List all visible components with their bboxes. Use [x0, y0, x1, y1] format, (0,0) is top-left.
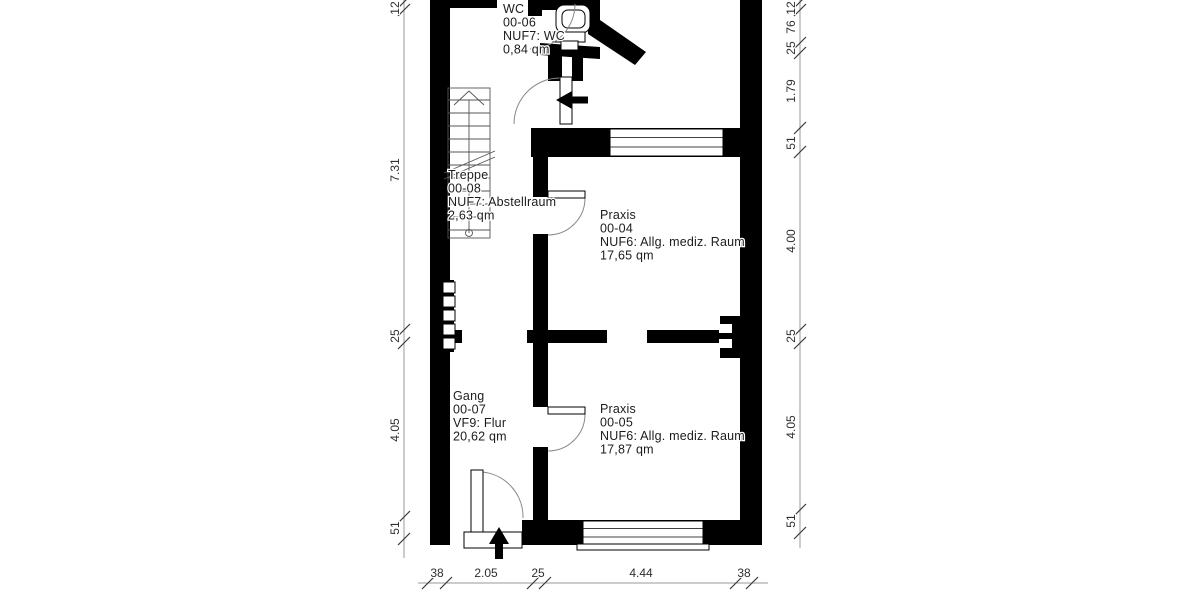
- room-number: 00-05: [600, 416, 633, 430]
- chimney-flue: [719, 324, 732, 333]
- dim-label: 51: [784, 136, 798, 150]
- stair-break-line: [443, 150, 496, 174]
- radiator-icon: [442, 281, 456, 350]
- door-swing-arc: [513, 77, 561, 125]
- room-usage: NUF7: Abstellraum: [448, 195, 556, 209]
- door-swing-arc: [481, 471, 524, 519]
- room-number: 00-04: [600, 222, 633, 236]
- room-name: Praxis: [600, 402, 636, 416]
- toilet-icon: [552, 4, 591, 51]
- door-leaf: [547, 406, 586, 415]
- room-area: 20,62 qm: [453, 430, 507, 444]
- dim-label: 7.31: [388, 158, 402, 182]
- dim-ticks: [397, 0, 411, 546]
- chimney-flue: [719, 339, 732, 348]
- dim-label: 51: [388, 521, 402, 535]
- stairs-outline: [447, 87, 491, 239]
- room-number: 00-08: [448, 182, 481, 196]
- room-usage: NUF6: Allg. mediz. Raum: [600, 235, 745, 249]
- dim-label: 4.05: [784, 415, 798, 439]
- dim-ticks: [793, 0, 807, 540]
- room-area: 17,65 qm: [600, 249, 654, 263]
- door-main-entrance: [470, 469, 524, 559]
- door-swing-arc: [547, 197, 586, 236]
- dim-label: 25: [388, 329, 402, 343]
- wall-corridor-lower: [533, 447, 548, 545]
- room-label-gang: Gang 00-07 VF9: Flur 20,62 qm: [452, 388, 508, 445]
- wall-top-cut-left: [430, 0, 497, 8]
- dim-chain-bottom: 38 2.05 25 4.44 38: [418, 565, 768, 590]
- dim-label: 4.44: [629, 566, 653, 580]
- entrance-threshold: [450, 520, 523, 549]
- window-sill: [576, 543, 710, 551]
- room-label-praxis-04: Praxis 00-04 NUF6: Allg. mediz. Raum 17,…: [599, 207, 746, 264]
- room-usage: NUF7: WC: [503, 29, 565, 43]
- dim-chain-left: 12 7.31 25 4.05 51: [387, 0, 411, 558]
- walls: [430, 0, 762, 545]
- dim-label: 1.79: [784, 79, 798, 103]
- door-entry-hall: [513, 76, 588, 125]
- door-leaf: [470, 469, 484, 533]
- wall-left-exterior: [430, 0, 450, 545]
- door-swing-arc: [529, 3, 576, 50]
- room-number: 00-06: [503, 16, 536, 30]
- door-swing-arc: [547, 413, 586, 452]
- room-label-treppe: Treppe 00-08 NUF7: Abstellraum 2,63 qm: [447, 167, 558, 224]
- door-praxis-04: [547, 190, 586, 236]
- window-frame: [582, 520, 704, 545]
- wall-entry-jamb-right: [572, 48, 583, 81]
- room-area: 2,63 qm: [448, 209, 495, 223]
- wall-mid-right: [647, 330, 722, 343]
- entrance-direction-arrow-icon: [489, 527, 509, 559]
- room-label-wc: WC 00-06 NUF7: WC 0,84 qm: [502, 1, 566, 58]
- room-number: 00-07: [453, 403, 486, 417]
- window-praxis-05-bottom: [576, 520, 710, 551]
- dim-chain-right: 12 76 25 1.79 51 4.00 25 4.05 51: [783, 0, 807, 548]
- dim-ticks: [421, 576, 759, 590]
- dim-label: 4.05: [388, 418, 402, 442]
- room-label-praxis-05: Praxis 00-05 NUF6: Allg. mediz. Raum 17,…: [599, 401, 746, 458]
- room-usage: NUF6: Allg. mediz. Raum: [600, 429, 745, 443]
- dim-label: 25: [784, 41, 798, 55]
- chimney-block: [720, 316, 742, 358]
- dim-label: 2.05: [474, 566, 498, 580]
- dim-label: 12: [388, 1, 402, 15]
- room-name: Treppe: [448, 168, 488, 182]
- wall-corridor-middle: [533, 234, 548, 407]
- entry-direction-arrow-icon: [556, 91, 588, 109]
- chimney-flues: [719, 324, 732, 348]
- room-area: 17,87 qm: [600, 443, 654, 457]
- room-area: 0,84 qm: [503, 43, 550, 57]
- room-name: WC: [503, 2, 524, 16]
- dim-label: 38: [430, 566, 444, 580]
- stair-break-line: [443, 156, 496, 180]
- stairs: [443, 87, 496, 239]
- dim-label: 12: [784, 1, 798, 15]
- stair-start-circle: [465, 229, 473, 237]
- door-praxis-05: [547, 406, 586, 452]
- wall-right-exterior: [740, 0, 762, 545]
- dim-label: 38: [737, 566, 751, 580]
- wall-angled: [588, 20, 646, 65]
- room-name: Praxis: [600, 208, 636, 222]
- room-name: Gang: [453, 389, 484, 403]
- dim-label: 51: [784, 514, 798, 528]
- stair-up-arrow-icon: [453, 90, 485, 106]
- dim-label: 76: [784, 20, 798, 34]
- dim-label: 25: [784, 329, 798, 343]
- wall-entry-jamb-left: [548, 55, 562, 81]
- dim-label: 25: [531, 566, 545, 580]
- wall-wc-hinge-stub: [528, 0, 542, 16]
- window-frame: [609, 128, 724, 157]
- window-praxis-04-top: [609, 128, 724, 157]
- door-leaf: [547, 190, 586, 199]
- room-usage: VF9: Flur: [453, 416, 506, 430]
- wall-mid-left: [527, 330, 607, 343]
- dim-label: 4.00: [784, 229, 798, 253]
- wall-corridor-upper: [533, 128, 548, 197]
- door-wc: [529, 3, 576, 50]
